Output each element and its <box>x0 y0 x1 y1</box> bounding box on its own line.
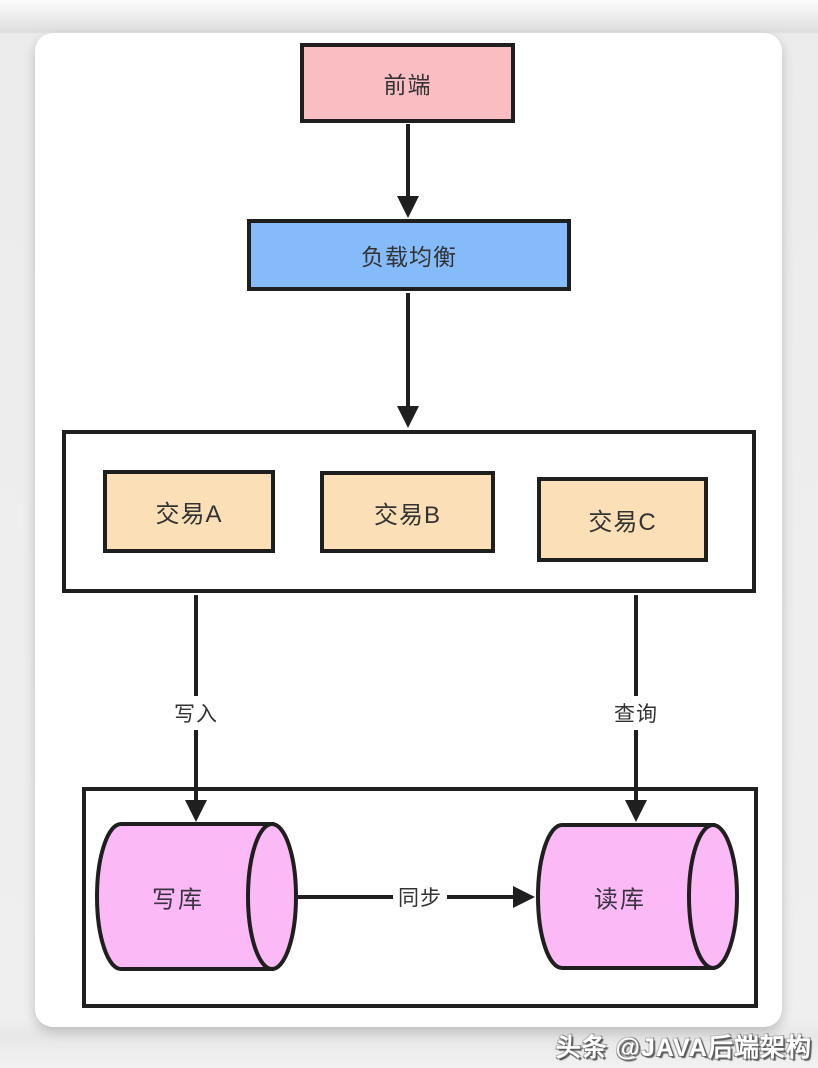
frontend-node: 前端 <box>300 43 515 123</box>
frontend-label: 前端 <box>383 72 432 98</box>
sync-edge-label: 同步 <box>393 880 447 914</box>
transaction-b-label: 交易B <box>373 501 441 529</box>
write-edge-label: 写入 <box>169 696 223 730</box>
query-edge-label: 查询 <box>609 696 663 730</box>
transaction-c-label: 交易C <box>588 509 657 536</box>
load-balancer-label: 负载均衡 <box>361 244 457 270</box>
read-db-label: 读库 <box>594 886 646 914</box>
watermark-text: 头条 @JAVA后端架构 <box>555 1034 812 1062</box>
transaction-a-label: 交易A <box>155 501 223 528</box>
transaction-a-node: 交易A <box>103 470 275 553</box>
transaction-b-node: 交易B <box>320 471 495 553</box>
write-db-label: 写库 <box>152 886 204 914</box>
transaction-c-node: 交易C <box>537 477 708 562</box>
load-balancer-node: 负载均衡 <box>247 219 571 291</box>
